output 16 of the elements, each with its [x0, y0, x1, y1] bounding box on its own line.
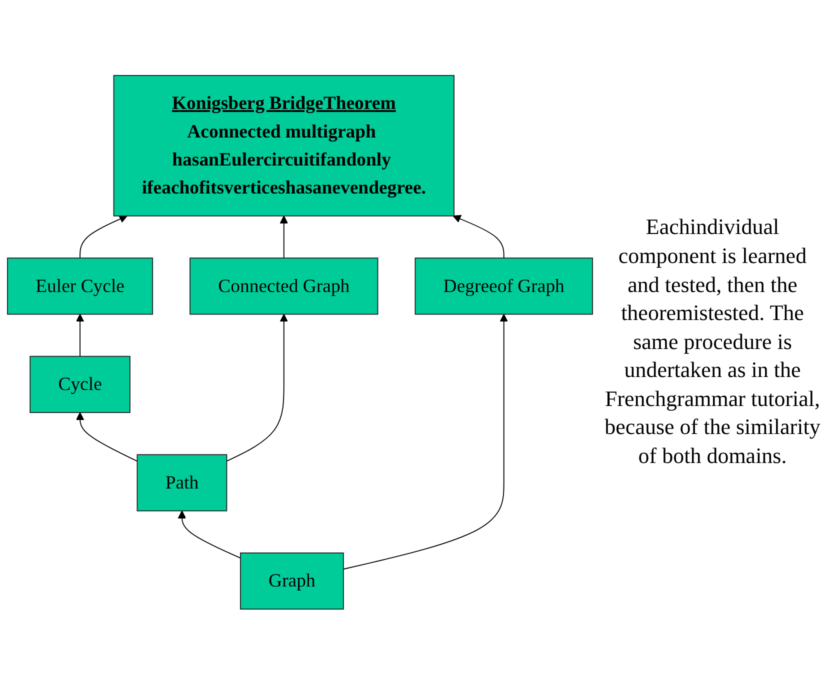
arrow	[80, 214, 128, 258]
arrow	[452, 214, 504, 258]
node-box: Connected Graph	[190, 257, 378, 314]
arrow	[226, 314, 288, 462]
node-box: Euler Cycle	[7, 257, 154, 314]
arrow	[76, 314, 84, 357]
arrow	[342, 314, 508, 570]
note-text: Eachindividual component is learned and tested, then the theoremistested. The same procedure is undertaken as in the Frenchgrammar tutorial, because of the similarity of both domains.	[604, 213, 822, 470]
arrow	[178, 510, 241, 558]
node-box: Path	[136, 454, 228, 511]
arrow	[280, 215, 288, 258]
node-box: Degreeof Graph	[414, 257, 593, 314]
node-box: Konigsberg BridgeTheorem Aconnected multigraph hasanEulercircuitifandonly ifeachofitsverticeshasanevendegree.	[113, 74, 454, 216]
node-box: Graph	[240, 552, 344, 610]
arrow	[76, 412, 138, 462]
node-box: Cycle	[30, 356, 130, 413]
